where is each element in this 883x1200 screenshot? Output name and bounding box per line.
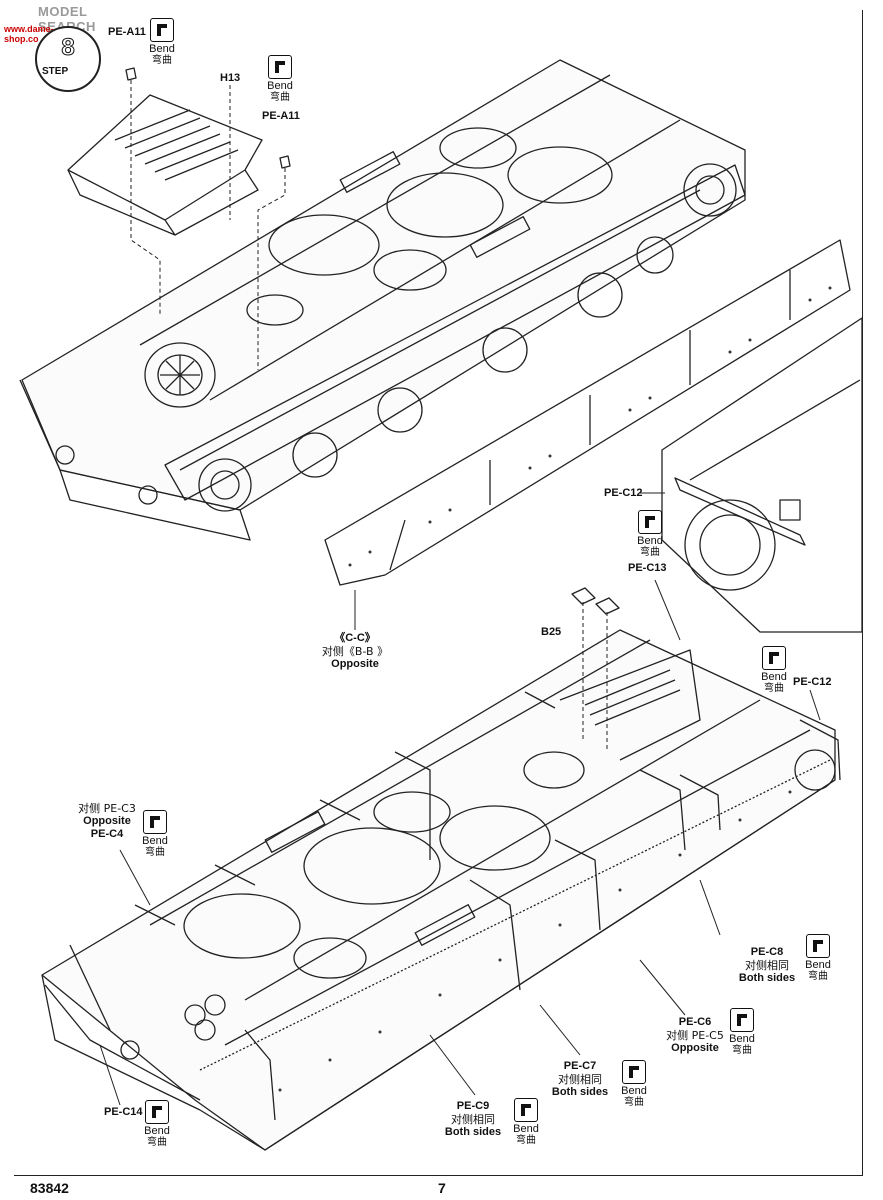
bend-label: Bend — [637, 535, 663, 547]
label-pe-c5-cn: 对侧 PE-C5 — [666, 1029, 724, 1042]
bend-label-cn: 弯曲 — [732, 1045, 752, 1056]
bend-note-pe-a11-top: Bend 弯曲 — [130, 18, 194, 67]
label-pe-c12-inset: PE-C12 — [604, 487, 643, 499]
watermark-line2: www.dame-shop.co — [4, 24, 54, 44]
bend-label-cn: 弯曲 — [145, 847, 165, 858]
label-pe-c6: PE-C6 — [678, 1016, 712, 1028]
label-cc-opposite-cn: 对侧《B-B 》 — [321, 645, 389, 658]
bend-icon — [150, 18, 174, 42]
bend-note-pe-c9: Bend 弯曲 — [494, 1098, 558, 1147]
bend-icon — [622, 1060, 646, 1084]
label-pe-c14: PE-C14 — [104, 1106, 143, 1118]
label-pe-c8-group: PE-C8 对侧相同 Both sides — [722, 946, 812, 985]
bend-label-cn: 弯曲 — [516, 1135, 536, 1146]
bend-label: Bend — [267, 80, 293, 92]
side-skirt-cc — [324, 239, 851, 586]
bend-label: Bend — [513, 1123, 539, 1135]
label-cc-part: 《C-C》 — [334, 632, 376, 644]
bend-label-cn: 弯曲 — [640, 547, 660, 558]
engine-deck-h13 — [67, 94, 263, 236]
bend-label-cn: 弯曲 — [270, 92, 290, 103]
bend-note-pe-c12-right: Bend 弯曲 — [742, 646, 806, 695]
bend-icon — [730, 1008, 754, 1032]
bend-label-cn: 弯曲 — [152, 55, 172, 66]
label-pe-c3-group: 对侧 PE-C3 Opposite PE-C4 — [62, 802, 152, 841]
bend-note-pe-c6: Bend 弯曲 — [710, 1008, 774, 1057]
label-pe-a11-top: PE-A11 — [108, 26, 146, 38]
step-badge: 8 STEP — [35, 26, 101, 92]
label-pe-c7: PE-C7 — [563, 1060, 597, 1072]
label-pe-c3-en: Opposite — [83, 815, 131, 827]
bend-label: Bend — [144, 1125, 170, 1137]
bend-label-cn: 弯曲 — [808, 971, 828, 982]
bend-icon — [806, 934, 830, 958]
label-pe-c9: PE-C9 — [456, 1100, 490, 1112]
label-pe-c12-right: PE-C12 — [793, 676, 832, 688]
bend-icon — [145, 1100, 169, 1124]
label-pe-c3-cn: 对侧 PE-C3 — [78, 802, 136, 815]
bend-note-pe-c14: Bend 弯曲 — [125, 1100, 189, 1149]
label-cc-opposite-en: Opposite — [331, 658, 379, 670]
bend-note-pe-c12-inset: Bend 弯曲 — [618, 510, 682, 559]
bend-label: Bend — [142, 835, 168, 847]
upper-hull — [19, 59, 746, 541]
label-pe-c7-en: Both sides — [551, 1086, 609, 1098]
label-pe-c8: PE-C8 — [750, 946, 784, 958]
detail-inset — [661, 317, 863, 633]
step-word: STEP — [42, 66, 69, 77]
bend-label-cn: 弯曲 — [147, 1137, 167, 1148]
bend-icon — [762, 646, 786, 670]
label-pe-c6-group: PE-C6 对侧 PE-C5 Opposite — [650, 1016, 740, 1055]
step-number: 8 — [61, 34, 75, 62]
label-b25: B25 — [541, 626, 562, 638]
label-pe-c7-cn: 对侧相同 — [558, 1073, 602, 1086]
label-pe-c9-group: PE-C9 对侧相同 Both sides — [433, 1100, 513, 1139]
label-pe-c9-cn: 对侧相同 — [451, 1113, 495, 1126]
bend-label: Bend — [729, 1033, 755, 1045]
bend-label-cn: 弯曲 — [764, 683, 784, 694]
bend-icon — [143, 810, 167, 834]
bend-label: Bend — [149, 43, 175, 55]
bend-note-pe-c8: Bend 弯曲 — [786, 934, 850, 983]
bend-label: Bend — [761, 671, 787, 683]
page-number: 7 — [438, 1180, 446, 1196]
bend-label-cn: 弯曲 — [624, 1097, 644, 1108]
label-pe-c9-en: Both sides — [444, 1126, 502, 1138]
bend-note-pe-c7: Bend 弯曲 — [602, 1060, 666, 1109]
kit-number: 83842 — [30, 1180, 69, 1196]
bend-label: Bend — [805, 959, 831, 971]
label-cc: 《C-C》 对侧《B-B 》 Opposite — [300, 632, 410, 671]
label-pe-c5-en: Opposite — [671, 1042, 719, 1054]
label-pe-c13: PE-C13 — [628, 562, 667, 574]
bend-label: Bend — [621, 1085, 647, 1097]
bend-note-pe-c4: Bend 弯曲 — [123, 810, 187, 859]
label-pe-a11-mid: PE-A11 — [262, 110, 300, 122]
label-pe-c8-cn: 对侧相同 — [745, 959, 789, 972]
label-pe-c7-group: PE-C7 对侧相同 Both sides — [540, 1060, 620, 1099]
label-pe-c4: PE-C4 — [90, 828, 124, 840]
label-pe-c8-en: Both sides — [738, 972, 796, 984]
bend-icon — [268, 55, 292, 79]
lower-hull — [41, 587, 841, 1151]
bend-icon — [514, 1098, 538, 1122]
bend-icon — [638, 510, 662, 534]
bend-note-pe-a11-mid: Bend 弯曲 — [248, 55, 312, 104]
label-h13: H13 — [220, 72, 241, 84]
